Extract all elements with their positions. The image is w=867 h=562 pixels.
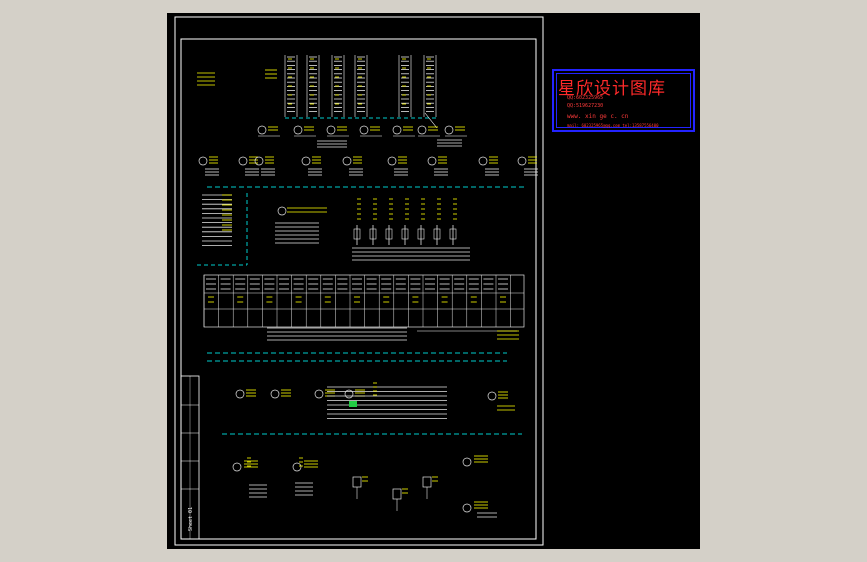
title-block: Sheet 01 — [180, 375, 200, 540]
relay-symbol — [342, 156, 352, 166]
relay-symbol — [292, 462, 302, 472]
relay-symbol — [417, 125, 427, 135]
contact-box — [385, 228, 393, 240]
wire — [424, 112, 438, 129]
relay-symbol — [235, 389, 245, 399]
device-box — [422, 476, 432, 488]
stamp-line-2: QQ:519627230 — [567, 103, 604, 109]
relay-symbol — [277, 206, 287, 216]
relay-symbol — [462, 457, 472, 467]
relay-symbol — [444, 125, 454, 135]
relay-symbol — [254, 156, 264, 166]
relay-symbol — [478, 156, 488, 166]
stamp-line-1: QQ:602325965 — [567, 95, 604, 101]
inner-border — [180, 38, 537, 540]
terminal-table — [203, 274, 525, 328]
drawing-sheet[interactable]: Sheet 01 星欣设计图库 QQ:602325965 QQ:51962723… — [167, 13, 700, 549]
contact-box — [369, 228, 377, 240]
contact-box — [417, 228, 425, 240]
relay-symbol — [293, 125, 303, 135]
contact-box — [353, 228, 361, 240]
relay-symbol — [326, 125, 336, 135]
device-box — [352, 476, 362, 488]
relay-symbol — [238, 156, 248, 166]
relay-symbol — [257, 125, 267, 135]
contact-box — [433, 228, 441, 240]
relay-symbol — [198, 156, 208, 166]
sheet-label: Sheet 01 — [188, 507, 194, 531]
relay-symbol — [314, 389, 324, 399]
relay-symbol — [344, 389, 354, 399]
contact-box — [449, 228, 457, 240]
stamp-title: 星欣设计图库 — [558, 79, 666, 99]
stamp-line-4: mail: 602325965@qq.com tel:13587556400 — [567, 123, 659, 128]
watermark-stamp: 星欣设计图库 QQ:602325965 QQ:519627230 www. xi… — [552, 69, 695, 132]
green-indicator — [349, 401, 357, 407]
relay-symbol — [487, 391, 497, 401]
relay-symbol — [387, 156, 397, 166]
outer-frame — [174, 16, 544, 546]
relay-symbol — [359, 125, 369, 135]
relay-symbol — [232, 462, 242, 472]
schematic-content — [197, 55, 538, 518]
stamp-inner-border — [556, 73, 691, 128]
relay-symbol — [301, 156, 311, 166]
relay-symbol — [462, 503, 472, 513]
relay-symbol — [427, 156, 437, 166]
stamp-line-3: www. xin ge c. cn — [567, 113, 629, 120]
contact-box — [401, 228, 409, 240]
relay-symbol — [270, 389, 280, 399]
relay-symbol — [392, 125, 402, 135]
device-box — [392, 488, 402, 500]
schematic-drawing: Sheet 01 — [174, 16, 544, 546]
relay-symbol — [517, 156, 527, 166]
